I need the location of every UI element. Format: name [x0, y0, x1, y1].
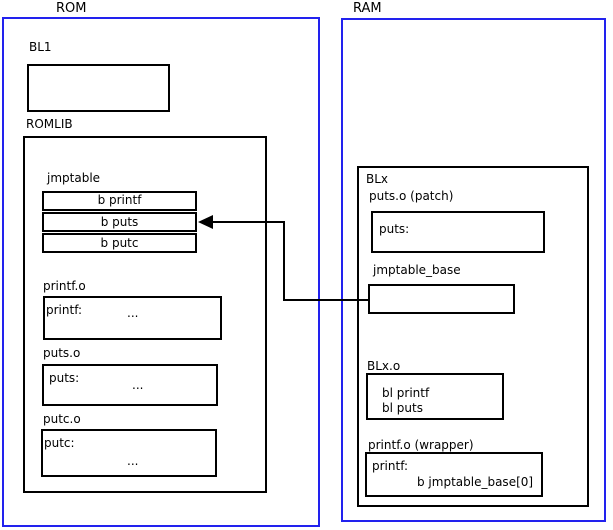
printf-wrapper-body: b jmptable_base[0]	[417, 475, 534, 489]
printf-body-ellipsis: ...	[127, 306, 139, 320]
jmptable-entry-b-printf: b printf	[42, 191, 197, 211]
printf-wrapper-label: printf.o (wrapper)	[368, 438, 474, 452]
printf-o-label: printf.o	[43, 279, 86, 293]
blx-label: BLx	[366, 172, 389, 186]
putc-o-box: putc: ...	[41, 429, 217, 477]
puts-patch-box: puts:	[371, 211, 545, 253]
romlib-box	[23, 136, 267, 493]
jmptable-entry-b-putc: b putc	[42, 233, 197, 253]
bl1-box	[27, 64, 170, 112]
blx-o-label: BLx.o	[367, 359, 401, 373]
printf-o-box: printf: ...	[43, 296, 222, 340]
blx-o-line-bl-printf: bl printf	[382, 386, 430, 400]
puts-o-label: puts.o	[43, 346, 81, 360]
puts-o-box: puts: ...	[42, 364, 218, 406]
puts-symbol: puts:	[49, 371, 80, 385]
jmptable-label: jmptable	[47, 171, 101, 185]
romlib-label: ROMLIB	[26, 117, 73, 131]
printf-wrapper-box: printf: b jmptable_base[0]	[365, 452, 543, 497]
printf-wrapper-symbol: printf:	[372, 459, 409, 473]
bl1-label: BL1	[29, 40, 52, 54]
jmptable-base-label: jmptable_base	[373, 263, 461, 277]
blx-o-line-bl-puts: bl puts	[382, 401, 423, 415]
putc-o-label: putc.o	[43, 412, 81, 426]
ram-region-title: RAM	[353, 1, 382, 16]
jmptable-entry-b-puts: b puts	[42, 212, 197, 232]
puts-body-ellipsis: ...	[132, 378, 144, 392]
puts-patch-label: puts.o (patch)	[369, 189, 454, 203]
jmptable-base-box	[368, 284, 515, 314]
putc-body-ellipsis: ...	[127, 454, 139, 468]
blx-box: BLx puts.o (patch) puts: jmptable_base B…	[357, 166, 589, 507]
printf-symbol: printf:	[46, 303, 83, 317]
puts-patch-symbol: puts:	[379, 222, 410, 236]
rom-region-title: ROM	[56, 1, 87, 16]
putc-symbol: putc:	[44, 436, 75, 450]
blx-o-box: bl printf bl puts	[366, 373, 504, 420]
